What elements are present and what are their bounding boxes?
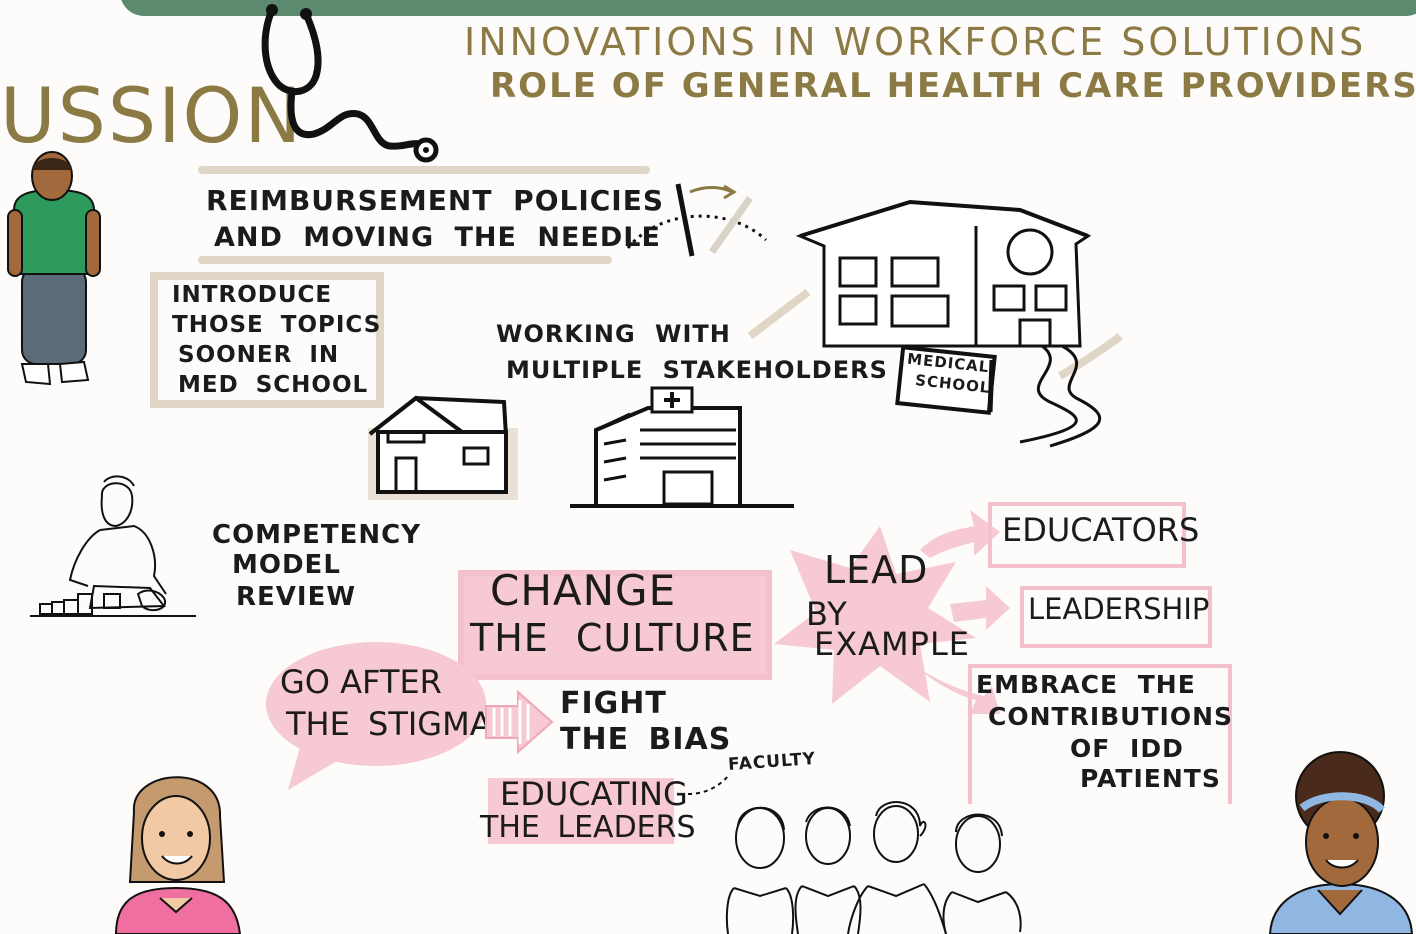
top-banner xyxy=(120,0,1416,16)
introduce-line-2: THOSE TOPICS xyxy=(172,312,382,338)
woman-pink-shirt-icon xyxy=(114,776,242,934)
striped-arrow-icon xyxy=(485,689,554,755)
medical-school-icon xyxy=(747,199,1123,448)
leadership-label: LEADERSHIP xyxy=(1028,592,1210,626)
educating-highlight xyxy=(488,778,674,844)
competency-line-3: REVIEW xyxy=(236,582,357,612)
embrace-line-3: OF IDD xyxy=(1070,734,1184,763)
change-culture-line-1: CHANGE xyxy=(490,566,677,615)
reimbursement-line-2: AND MOVING THE NEEDLE xyxy=(214,222,661,253)
educators-label: EDUCATORS xyxy=(1002,511,1200,549)
faculty-connector xyxy=(687,773,731,795)
lead-burst-icon xyxy=(774,526,976,704)
house-icon xyxy=(368,395,518,500)
leadership-box xyxy=(1020,586,1212,648)
page-title-fragment: USSION xyxy=(0,71,304,160)
needle-gauge-icon xyxy=(626,183,768,257)
stakeholders-line-1: WORKING WITH xyxy=(496,320,731,348)
educators-box xyxy=(988,502,1186,568)
lead-by-example-line-2: BY xyxy=(806,595,848,633)
introduce-line-4: MED SCHOOL xyxy=(178,372,369,398)
man-green-shirt-icon xyxy=(7,151,101,386)
lead-by-example-line-1: LEAD xyxy=(824,548,929,592)
fight-line-1: FIGHT xyxy=(560,686,667,721)
header-line-1: INNOVATIONS IN WORKFORCE SOLUTIONS xyxy=(464,20,1367,64)
arrows-icon xyxy=(920,510,1010,714)
speech-bubble-icon xyxy=(266,642,486,790)
introduce-topics-box xyxy=(150,272,384,408)
stigma-line-2: THE STIGMA xyxy=(286,705,492,743)
competency-line-2: MODEL xyxy=(232,550,341,580)
header-line-2: ROLE OF GENERAL HEALTH CARE PROVIDERS xyxy=(490,66,1416,106)
embrace-box xyxy=(968,664,1232,804)
embrace-line-1: EMBRACE THE xyxy=(976,670,1196,699)
child-with-blocks-icon xyxy=(30,475,196,617)
faculty-label: FACULTY xyxy=(727,748,817,776)
reimbursement-line-1: REIMBURSEMENT POLICIES xyxy=(206,184,665,217)
lead-by-example-line-3: EXAMPLE xyxy=(814,625,970,663)
hospital-icon xyxy=(570,386,794,508)
reimbursement-band-bottom xyxy=(198,256,612,264)
fight-line-2: THE BIAS xyxy=(560,722,732,757)
educating-line-1: EDUCATING xyxy=(500,775,688,813)
stigma-line-1: GO AFTER xyxy=(280,663,442,701)
change-culture-box xyxy=(458,570,772,680)
embrace-line-4: PATIENTS xyxy=(1080,764,1221,793)
change-culture-line-2: THE CULTURE xyxy=(470,616,755,660)
embrace-line-2: CONTRIBUTIONS xyxy=(988,702,1234,731)
reimbursement-band-top xyxy=(198,166,650,174)
faculty-group-icon xyxy=(725,801,1022,934)
stakeholders-line-2: MULTIPLE STAKEHOLDERS xyxy=(506,356,888,384)
introduce-line-1: INTRODUCE xyxy=(172,282,333,308)
introduce-line-3: SOONER IN xyxy=(178,342,340,368)
competency-line-1: COMPETENCY xyxy=(212,520,422,550)
educating-line-2: THE LEADERS xyxy=(480,810,696,845)
stethoscope-icon xyxy=(261,4,439,163)
woman-blue-shirt-icon xyxy=(1268,751,1414,934)
